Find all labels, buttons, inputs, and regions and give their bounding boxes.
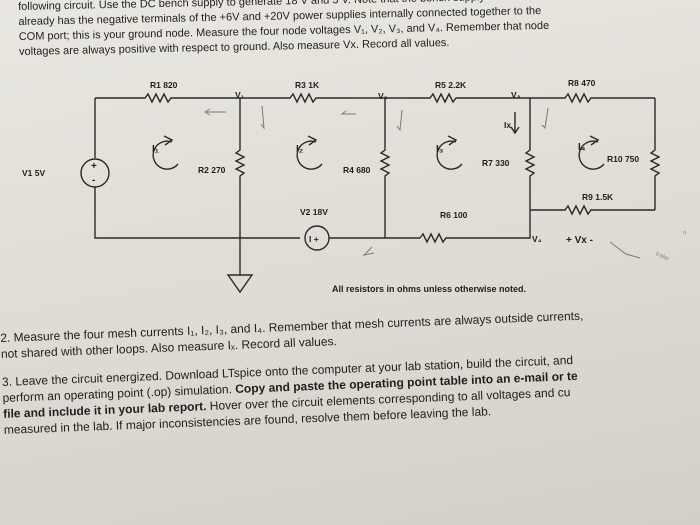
circuit-diagram: R1 820 R3 1K R5 2.2K R8 470 V₁ V₂ V₃ R2 …: [22, 78, 661, 294]
v1-source-label: V1 5V: [22, 168, 45, 178]
r10-label: R10 750: [607, 154, 639, 164]
v2-terminals: I +: [309, 234, 319, 244]
mesh-i4-arrow: [578, 140, 605, 170]
r4-resistor: [379, 98, 391, 238]
r8-label: R8 470: [568, 78, 596, 88]
r1-resistor: [95, 92, 240, 104]
r2-label: R2 270: [198, 165, 226, 175]
vx-label: + Vx -: [566, 235, 593, 246]
node-v4-label: V₄: [532, 234, 542, 244]
ground-symbol: [226, 274, 254, 294]
r10-resistor: [649, 98, 661, 210]
mesh-i3-label: I₃: [436, 144, 444, 155]
mesh-i1-arrow: [152, 140, 179, 170]
v1-minus-terminal: -: [92, 175, 95, 186]
mesh-i1-label: I₁: [152, 144, 159, 155]
r5-resistor: [385, 92, 530, 104]
r9-resistor: [530, 204, 655, 216]
mesh-i4-label: I₄: [578, 142, 586, 153]
node-v3-label: V₃: [511, 90, 521, 100]
intro-paragraph: following circuit. Use the DC bench supp…: [18, 0, 700, 60]
r6-resistor: [419, 210, 531, 244]
r7-label: R7 330: [482, 158, 510, 168]
mesh-i3-arrow: [436, 140, 463, 170]
r1-label: R1 820: [150, 80, 178, 90]
pencil-note-a: ⁿ: [683, 228, 687, 238]
r4-label: R4 680: [343, 165, 371, 175]
mesh-i2-arrow: [296, 140, 323, 170]
r8-resistor: [530, 92, 655, 104]
node-v2-label: V₂: [378, 91, 388, 101]
mesh-i2-label: I₂: [296, 144, 303, 155]
r9-label: R9 1.5K: [582, 192, 614, 202]
node-v1-label: V₁: [235, 90, 245, 100]
questions-section: 2. Measure the four mesh currents I₁, I₂…: [0, 302, 700, 438]
r5-label: R5 2.2K: [435, 80, 467, 90]
r3-resistor: [240, 92, 385, 104]
v1-plus-terminal: +: [91, 161, 97, 172]
resistor-units-note: All resistors in ohms unless otherwise n…: [332, 284, 526, 294]
r2-resistor: [234, 98, 246, 238]
r3-label: R3 1K: [295, 80, 320, 90]
v2-source-label: V2 18V: [300, 207, 328, 217]
r6-label: R6 100: [440, 210, 468, 220]
r7-resistor: [524, 98, 536, 210]
ix-label: Ix: [504, 120, 511, 130]
